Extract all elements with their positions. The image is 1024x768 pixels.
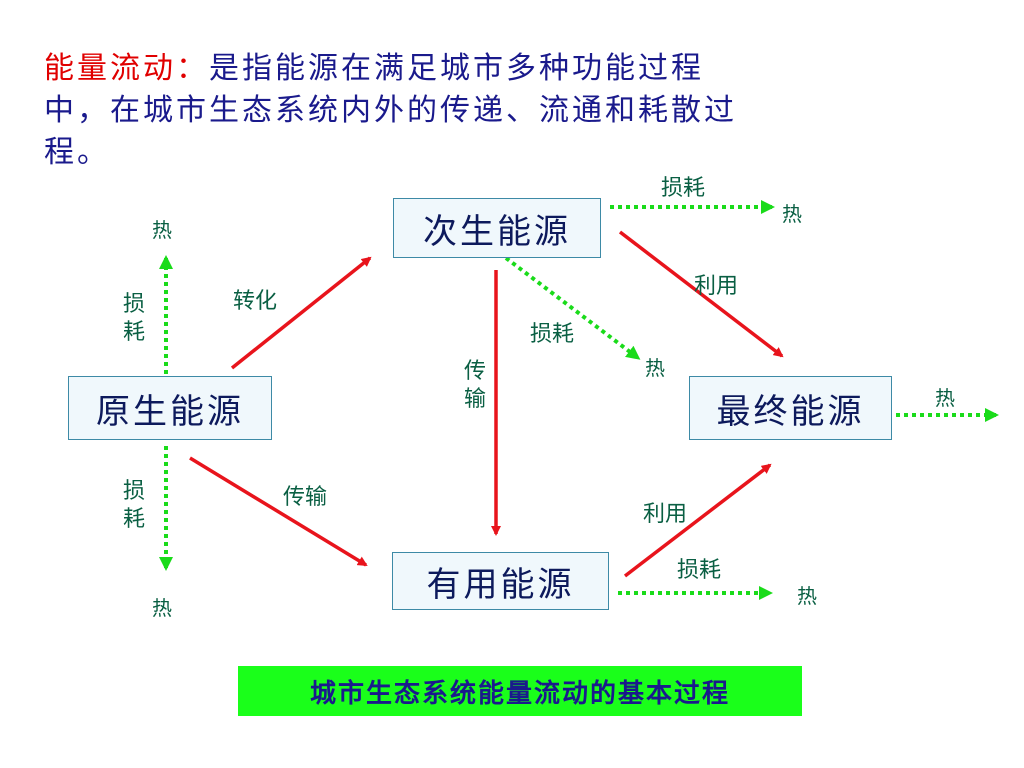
- node-useful-energy: 有用能源: [392, 552, 609, 610]
- node-useful-label: 有用能源: [426, 564, 575, 605]
- loss-label-useful-right: 损耗: [677, 558, 722, 583]
- arrow-useful-to-final: [623, 463, 772, 578]
- flow-label-convert: 转化: [233, 289, 278, 314]
- flow-label-transmit-secondary: 传输: [463, 359, 486, 412]
- loss-label-primary-down: 损耗: [122, 479, 145, 532]
- node-final-energy: 最终能源: [689, 376, 892, 440]
- node-final-label: 最终能源: [716, 391, 865, 432]
- loss-label-secondary-diagonal: 损耗: [530, 322, 575, 347]
- loss-label-primary-up: 损耗: [122, 292, 145, 345]
- definition-text: 能量流动：是指能源在满足城市多种功能过程中，在城市生态系统内外的传递、流通和耗散…: [44, 48, 744, 174]
- arrow-primary-to-secondary: [230, 256, 372, 370]
- node-secondary-label: 次生能源: [423, 211, 571, 252]
- caption-text: 城市生态系统能量流动的基本过程: [309, 678, 730, 709]
- heat-label-useful-right: 热: [797, 584, 817, 608]
- arrow-secondary-to-final: [618, 230, 784, 358]
- flow-label-transmit-primary: 传输: [283, 485, 328, 510]
- definition-body: 是指能源在满足城市多种功能过程中，在城市生态系统内外的传递、流通和耗散过程。: [44, 51, 737, 170]
- heat-label-secondary-right: 热: [782, 202, 802, 226]
- flow-label-use-useful: 利用: [643, 502, 688, 527]
- loss-arrow-secondary-diagonal: [504, 256, 641, 360]
- definition-term: 能量流动：: [44, 51, 209, 86]
- loss-label-secondary-right: 损耗: [661, 176, 706, 201]
- node-primary-energy: 原生能源: [68, 376, 272, 440]
- heat-label-secondary-diagonal: 热: [645, 356, 665, 380]
- node-secondary-energy: 次生能源: [393, 198, 601, 258]
- arrow-primary-to-useful: [189, 456, 368, 567]
- heat-label-primary-top: 热: [152, 218, 172, 242]
- heat-label-primary-bottom: 热: [152, 596, 172, 620]
- heat-label-final-right: 热: [935, 386, 955, 410]
- node-primary-label: 原生能源: [96, 391, 244, 432]
- flow-label-use-secondary: 利用: [694, 274, 739, 299]
- diagram-caption: 城市生态系统能量流动的基本过程: [238, 666, 802, 716]
